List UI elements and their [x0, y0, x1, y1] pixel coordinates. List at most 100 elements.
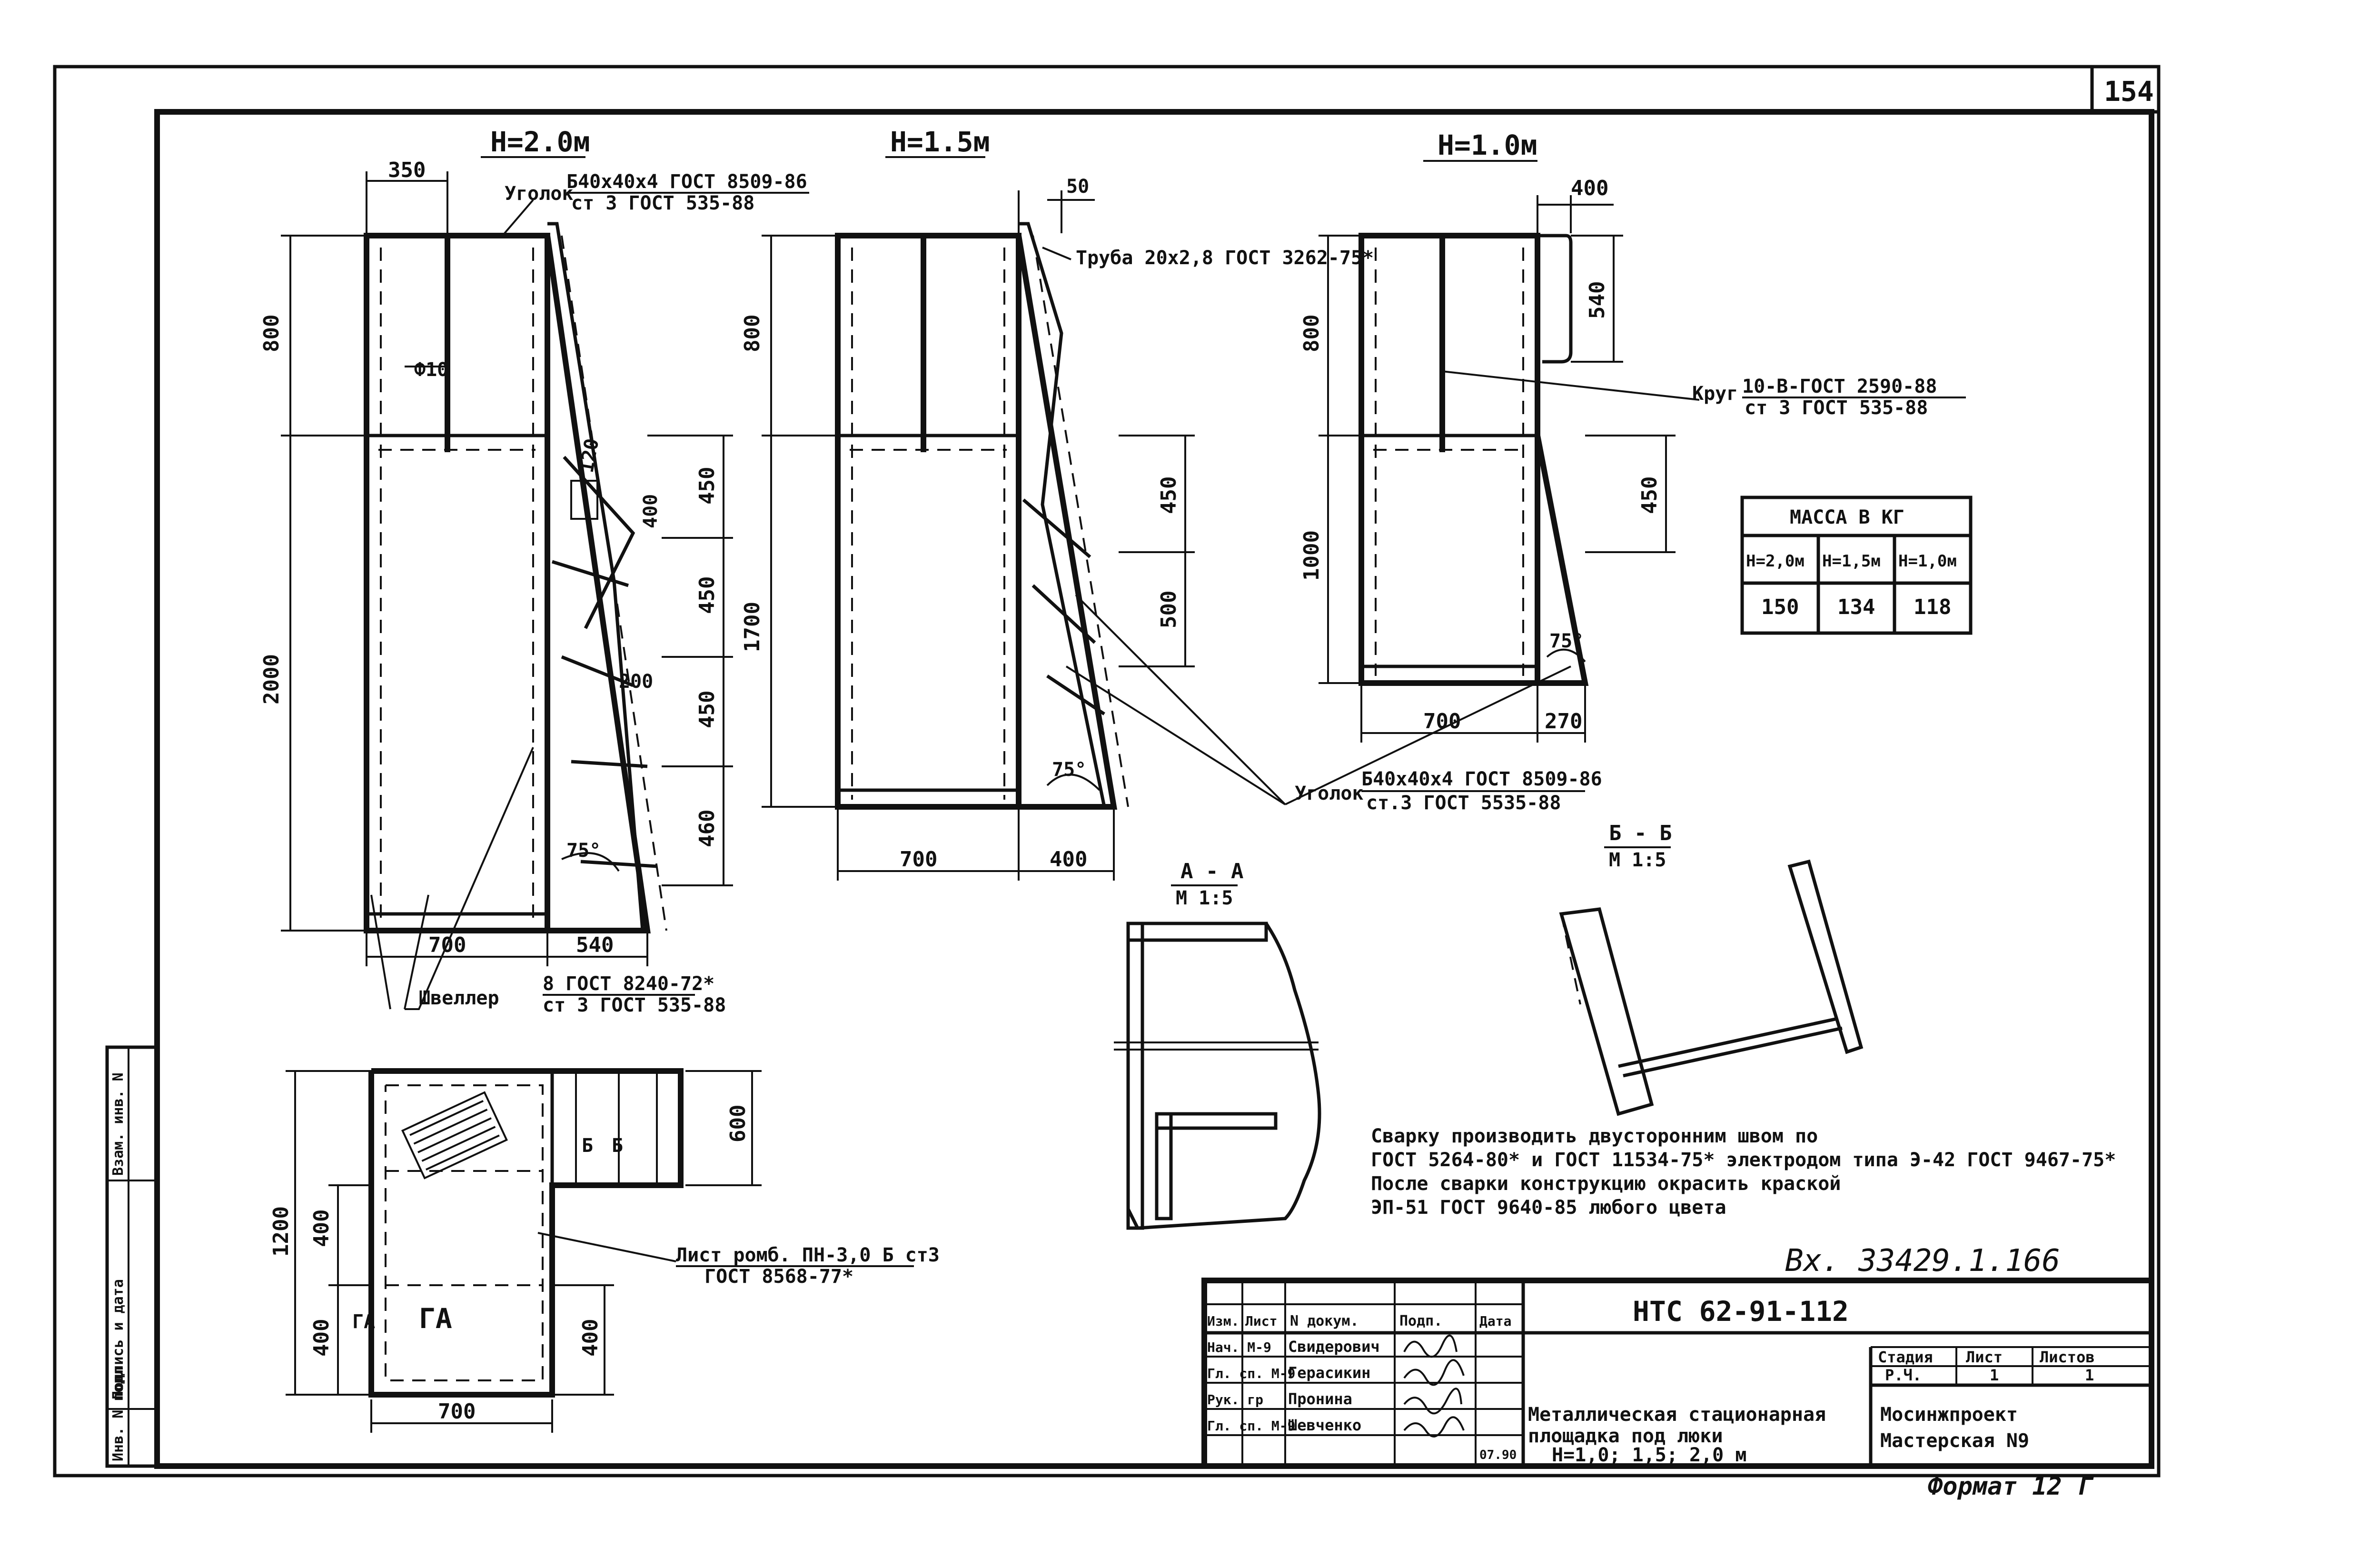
h20-dim-460: 460 — [695, 810, 719, 847]
h20-dim-200: 200 — [619, 671, 653, 693]
side-stamp-sign: Подпись и дата — [110, 1279, 127, 1399]
tb-role-4: Гл. сп. М-9 — [1207, 1418, 1295, 1434]
signature-2 — [1403, 1359, 1465, 1386]
view-h20-title: H=2.0м — [490, 126, 590, 158]
section-aa-title: А - А — [1180, 859, 1243, 883]
view-h10: H=1.0м 400 540 800 1000 450 75° — [1299, 129, 1966, 743]
inner-frame — [154, 109, 2154, 1469]
plan-section-b1: Б — [582, 1135, 593, 1157]
section-bb: Б - Б М 1:5 — [1559, 821, 1864, 1116]
view-h10-title: H=1.0м — [1438, 129, 1537, 161]
tb-name-3: Пронина — [1288, 1390, 1352, 1408]
tb-sheets-header: Листов — [2040, 1348, 2095, 1366]
tb-org-line-2: Мастерская N9 — [1880, 1430, 2029, 1452]
tb-role-3: Рук. гр — [1207, 1392, 1263, 1408]
h20-shveller-steel: ст 3 ГОСТ 535-88 — [543, 994, 726, 1016]
side-stamp-replace: Взам. инв. N — [110, 1072, 127, 1176]
tb-sheets-value: 1 — [2085, 1366, 2094, 1384]
tb-stage-header: Стадия — [1878, 1348, 1933, 1366]
signature-3 — [1403, 1388, 1462, 1415]
plan-section-a2: ГА — [419, 1302, 452, 1335]
tb-name-2: Герасикин — [1288, 1364, 1370, 1382]
sheet-number-box — [2090, 65, 2161, 114]
mass-value-h10: 118 — [1914, 595, 1951, 619]
note-line-1: Сварку производить двусторонним швом по — [1371, 1125, 1818, 1147]
view-h15-title: H=1.5м — [890, 126, 990, 158]
tb-code: НТС 62-91-112 — [1633, 1295, 1849, 1328]
tb-col-izm: Изм. — [1207, 1313, 1239, 1329]
h20-dim-75: 75° — [566, 840, 601, 862]
tb-sheet-value: 1 — [1990, 1366, 1999, 1384]
ugolok-mid-label: Уголок — [1295, 783, 1364, 804]
h15-dim-800: 800 — [740, 315, 764, 352]
inventory-number: Вх. 33429.1.166 — [1785, 1243, 2060, 1279]
tb-title-line-3: Н=1,0; 1,5; 2,0 м — [1552, 1444, 1746, 1466]
view-h15: H=1.5м 50 800 1700 450 500 75° — [740, 126, 1374, 881]
ugolok-mid-steel: ст.3 ГОСТ 5535-88 — [1366, 792, 1561, 814]
h15-dim-700: 700 — [900, 847, 937, 872]
tb-col-list: Лист — [1245, 1313, 1277, 1329]
plan-dim-400c: 400 — [578, 1319, 603, 1357]
tb-sheet-header: Лист — [1966, 1348, 2003, 1366]
tb-col-podp: Подп. — [1399, 1313, 1442, 1329]
h20-ugolok-spec: Б40х40х4 ГОСТ 8509-86 — [566, 171, 807, 193]
section-bb-title: Б - Б — [1609, 821, 1672, 845]
h20-dim-450c: 450 — [695, 691, 719, 728]
h10-dim-540: 540 — [1585, 281, 1609, 319]
h15-frame — [835, 233, 1021, 810]
general-notes: Сварку производить двусторонним швом по … — [1371, 1125, 2116, 1219]
mass-header-h20: Н=2,0м — [1746, 552, 1805, 571]
tb-stage-value: Р.Ч. — [1885, 1366, 1922, 1384]
h15-handrail — [1019, 222, 1106, 807]
section-aa: А - А М 1:5 — [1114, 859, 1321, 1230]
h15-dim-50: 50 — [1066, 176, 1089, 198]
note-line-3: После сварки конструкцию окрасить краско… — [1371, 1173, 1841, 1195]
plan-list-spec: Лист ромб. ПН-3,0 Б ст3 — [676, 1244, 940, 1266]
h20-dim-800: 800 — [259, 315, 284, 352]
h20-dim-d10: Ф10 — [414, 359, 448, 381]
signature-4 — [1403, 1416, 1465, 1438]
h15-dim-450: 450 — [1157, 476, 1181, 514]
h15-truba-label: Труба 20х2,8 ГОСТ 3262-75* — [1076, 247, 1374, 269]
plan-view: Б Б ГА ГА 600 1200 400 400 400 700 Лист … — [269, 1068, 940, 1433]
h15-dim-400: 400 — [1050, 847, 1087, 872]
plan-dim-400a: 400 — [309, 1210, 334, 1247]
tb-name-4: Шевченко — [1288, 1416, 1361, 1434]
plan-list-gost: ГОСТ 8568-77* — [704, 1266, 853, 1288]
plan-dim-700: 700 — [438, 1399, 476, 1424]
title-block: Изм. Лист N докум. Подп. Дата Нач. М-9 Г… — [1201, 1278, 2154, 1469]
mass-value-h20: 150 — [1761, 595, 1799, 619]
h20-dim-400: 400 — [640, 494, 662, 528]
note-line-2: ГОСТ 5264-80* и ГОСТ 11534-75* электродо… — [1371, 1149, 2116, 1171]
mass-header-h15: Н=1,5м — [1822, 552, 1881, 571]
side-stamp: Инв. N подл. Подпись и дата Взам. инв. N — [105, 1045, 159, 1468]
h10-dim-1000: 1000 — [1299, 530, 1324, 581]
h15-dim-500: 500 — [1157, 591, 1181, 628]
tb-title-line-2: площадка под люки — [1528, 1425, 1723, 1447]
h10-dim-800: 800 — [1299, 315, 1324, 352]
plan-dim-1200: 1200 — [269, 1206, 293, 1257]
note-line-4: ЭП-51 ГОСТ 9640-85 любого цвета — [1371, 1197, 1726, 1219]
h20-dim-350: 350 — [388, 158, 426, 182]
h10-dim-270: 270 — [1545, 709, 1582, 734]
sheet-number: 154 — [2104, 75, 2154, 108]
h10-handrail — [1537, 234, 1573, 364]
tb-role-1: Нач. М-9 — [1207, 1339, 1271, 1355]
h10-krug-steel: ст 3 ГОСТ 535-88 — [1745, 397, 1928, 419]
h20-frame — [364, 233, 550, 933]
h20-shveller-spec: 8 ГОСТ 8240-72* — [543, 973, 714, 995]
h10-frame — [1359, 233, 1540, 686]
plan-dim-600: 600 — [726, 1105, 750, 1142]
ugolok-mid-spec: Б40х40х4 ГОСТ 8509-86 — [1361, 768, 1602, 790]
signature-1 — [1403, 1334, 1458, 1358]
section-bb-scale: М 1:5 — [1609, 849, 1666, 871]
ugolok-mid-callout: Уголок Б40х40х4 ГОСТ 8509-86 ст.3 ГОСТ 5… — [1065, 594, 1602, 814]
tb-col-data: Дата — [1479, 1313, 1511, 1329]
h20-ugolok-steel: ст 3 ГОСТ 535-88 — [571, 192, 754, 214]
tb-org-line-1: Мосинжпроект — [1880, 1404, 2018, 1426]
tb-role-2: Гл. сп. М-9 — [1207, 1366, 1295, 1381]
h10-dim-450: 450 — [1637, 476, 1662, 514]
outer-frame — [53, 65, 2161, 1478]
plan-dim-400b: 400 — [309, 1319, 334, 1357]
